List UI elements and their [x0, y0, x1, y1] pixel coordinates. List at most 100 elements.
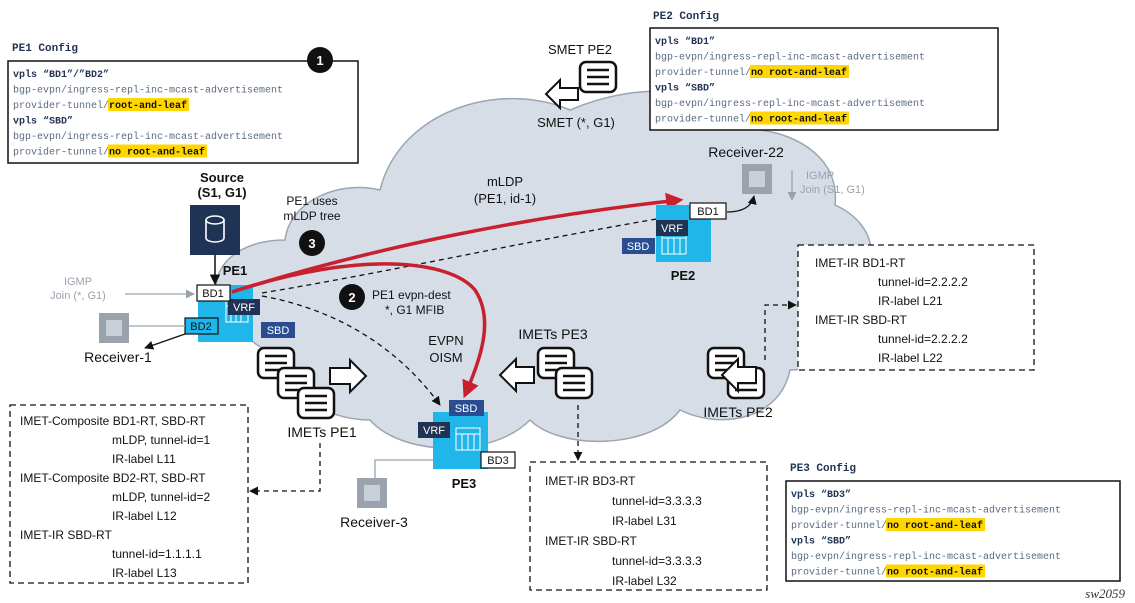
config-line: bgp-evpn/ingress-repl-inc-mcast-advertis… [791, 551, 1061, 563]
smet-arrow-icon [544, 77, 579, 111]
pe3-router [433, 412, 488, 469]
pe1-config-lines: vpls “BD1”/”BD2” bgp-evpn/ingress-repl-in… [13, 69, 283, 159]
pe1-bd2-label: BD2 [190, 321, 211, 333]
config-line: vpls “SBD” [13, 116, 73, 128]
pe2-bd1-box [689, 202, 727, 220]
imet-line: tunnel-id=2.2.2.2 [878, 332, 968, 346]
pe1-sbd-label: SBD [267, 325, 290, 337]
receiver-22-label: Receiver-22 [708, 144, 784, 160]
config-highlight-text: root-and-leaf [109, 100, 187, 112]
oism-label: OISM [429, 350, 462, 365]
pe3-config-title: PE3 Config [790, 463, 856, 475]
imet-line: IMET-IR SBD-RT [20, 528, 112, 542]
config-line: provider-tunnel/ [13, 147, 109, 159]
imet-line: tunnel-id=1.1.1.1 [112, 547, 202, 561]
imets-pe2-arrow-icon [720, 356, 757, 394]
pe2-sbd-label: SBD [627, 241, 650, 253]
mfib-label: *, G1 MFIB [385, 303, 444, 317]
source-server [190, 205, 240, 255]
config-highlight-text: no root-and-leaf [887, 567, 983, 579]
imets-pe1-message-icons [256, 346, 336, 420]
imet-line: IR-label L32 [612, 574, 677, 588]
pe2-imet-box [797, 244, 1035, 371]
pe3-vrf-label: VRF [423, 425, 445, 437]
pe3-vrf-grid-icon [455, 427, 481, 451]
igmp-pe1-label: IGMP [64, 276, 92, 288]
pe1-vrf-label: VRF [233, 302, 255, 314]
step-3-number: 3 [308, 236, 315, 251]
pe3-sbd-label: SBD [455, 403, 478, 415]
config-line: bgp-evpn/ingress-repl-inc-mcast-advertis… [655, 52, 925, 64]
receiver-1-label: Receiver-1 [84, 349, 152, 365]
imet-line: tunnel-id=3.3.3.3 [612, 494, 702, 508]
evpn-label: EVPN [428, 333, 463, 348]
figure-id: sw2059 [1085, 586, 1125, 601]
receiver-3-screen [364, 485, 380, 501]
config-line: bgp-evpn/ingress-repl-inc-mcast-advertis… [13, 85, 283, 97]
step-2-number: 2 [348, 290, 355, 305]
pe3-imet-box [529, 461, 768, 591]
imet-line: mLDP, tunnel-id=1 [112, 433, 211, 447]
smet-pe2-label: SMET PE2 [548, 42, 612, 57]
receiver-22-screen [749, 171, 765, 187]
config-line: bgp-evpn/ingress-repl-inc-mcast-advertis… [791, 505, 1061, 517]
pe1-vrf-box [228, 299, 260, 315]
imets-pe2-to-box-link [764, 300, 797, 360]
pe2-imet-lines: IMET-IR BD1-RTtunnel-id=2.2.2.2IR-label … [815, 256, 968, 365]
receiver-3-label: Receiver-3 [340, 514, 408, 530]
mldp-tree-id-label: (PE1, id-1) [474, 191, 536, 206]
imets-pe1-label: IMETs PE1 [287, 424, 356, 440]
imets-pe3-arrow-icon [498, 356, 535, 394]
step-1-number: 1 [316, 53, 323, 68]
pe1-to-pe2-dashed [261, 211, 681, 294]
imet-line: IR-label L12 [112, 509, 177, 523]
config-line: provider-tunnel/ [655, 114, 751, 126]
database-icon [205, 215, 225, 243]
pe3-bd3-label: BD3 [487, 455, 508, 467]
config-line: vpls “BD1”/”BD2” [13, 69, 109, 81]
imet-line: IMET-IR BD1-RT [815, 256, 906, 270]
config-highlight [108, 144, 207, 158]
pe2-bd1-to-receiver-22 [726, 195, 757, 213]
pe1-bd1-label: BD1 [202, 288, 223, 300]
imet-line: mLDP, tunnel-id=2 [112, 490, 211, 504]
step-2-badge [339, 284, 365, 310]
config-highlight [886, 518, 985, 531]
imets-pe3-message-icons [536, 346, 594, 400]
pe3-bd3-box [480, 451, 516, 469]
config-line: vpls “SBD” [791, 536, 851, 548]
smet-sg-label: SMET (*, G1) [537, 115, 615, 130]
pe1-label: PE1 [223, 263, 248, 278]
config-highlight [886, 564, 985, 578]
pe3-config-lines: vpls “BD3”bgp-evpn/ingress-repl-inc-mcas… [791, 489, 1061, 579]
step-1-badge [307, 47, 333, 73]
pe2-config-lines: vpls “BD1”bgp-evpn/ingress-repl-inc-mcas… [655, 36, 925, 126]
pe2-label: PE2 [671, 268, 696, 283]
config-highlight [750, 111, 849, 125]
config-line: vpls “SBD” [655, 83, 715, 95]
imets-pe1-arrow-icon [329, 357, 368, 395]
pe2-sbd-box [622, 238, 655, 254]
imets-pe3-label: IMETs PE3 [518, 326, 587, 342]
config-line: bgp-evpn/ingress-repl-inc-mcast-advertis… [655, 98, 925, 110]
receiver-3-link [374, 459, 433, 478]
mldp-tree-label: mLDP tree [283, 209, 340, 223]
igmp-pe1-join-label: Join (*, G1) [50, 290, 106, 302]
source-label: Source [200, 170, 244, 185]
imets-pe1-to-box-link [249, 443, 321, 496]
pe1-bd1-box [196, 284, 231, 302]
pe3-sbd-box [449, 400, 484, 416]
pe1-imet-box [9, 404, 249, 584]
config-highlight-text: no root-and-leaf [751, 67, 847, 79]
imet-line: tunnel-id=2.2.2.2 [878, 275, 968, 289]
pe1-config-title: PE1 Config [12, 43, 78, 55]
config-highlight-text: no root-and-leaf [887, 520, 983, 532]
config-highlight [750, 65, 849, 78]
pe1-to-pe3-dashed [261, 295, 441, 406]
config-line: bgp-evpn/ingress-repl-inc-mcast-advertis… [13, 131, 283, 143]
mldp-red-arrow-to-pe3 [231, 262, 487, 399]
imet-line: IR-label L21 [878, 294, 943, 308]
imet-line: IR-label L11 [112, 452, 176, 466]
